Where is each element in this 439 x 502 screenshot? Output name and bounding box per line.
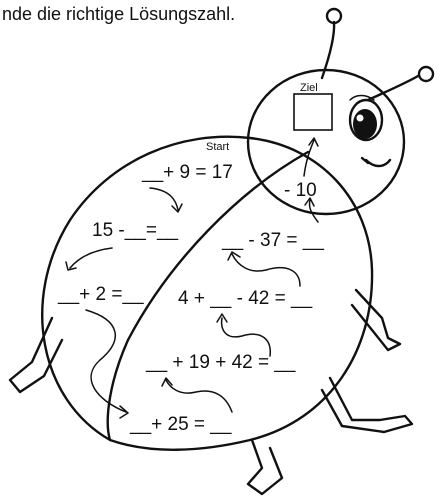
equation-6: - 10 xyxy=(284,180,317,201)
equation-7: __ + 19 + 42 = __ xyxy=(145,352,296,373)
goal-label: Ziel xyxy=(300,82,318,94)
instruction-text: nde die richtige Lösungszahl. xyxy=(2,4,235,24)
equation-1: __+ 9 = 17 xyxy=(141,162,233,183)
start-label: Start xyxy=(206,141,229,153)
equation-3: __+ 2 =__ xyxy=(57,284,144,305)
equation-8: __+ 25 = __ xyxy=(129,414,232,435)
equation-4: 4 + __ - 42 = __ xyxy=(178,288,313,309)
equation-5: __ - 37 = __ xyxy=(221,230,324,251)
goal-box: Ziel xyxy=(294,82,332,130)
equation-2: 15 -__=__ xyxy=(92,220,179,241)
antennae xyxy=(322,9,433,100)
